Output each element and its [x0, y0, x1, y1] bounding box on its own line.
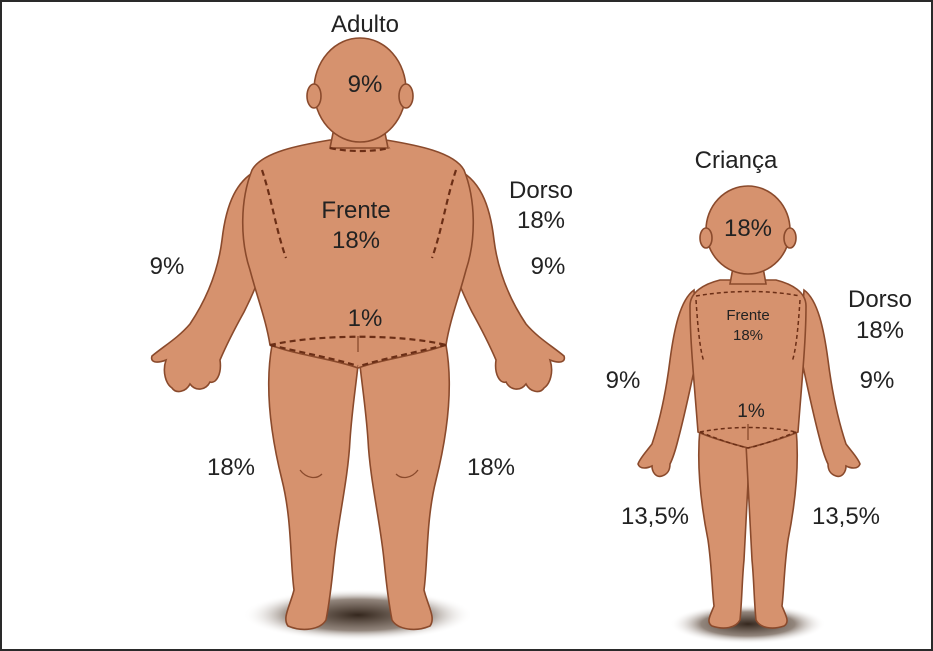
- adult-right-arm-percent: 9%: [531, 254, 566, 280]
- adult-back-label: Dorso: [509, 178, 573, 204]
- adult-left-arm-percent: 9%: [150, 254, 185, 280]
- adult-left-leg-percent: 18%: [207, 455, 255, 481]
- child-left-arm: [638, 290, 698, 476]
- child-right-leg-percent: 13,5%: [812, 504, 880, 530]
- child-left-leg-percent: 13,5%: [621, 504, 689, 530]
- child-front-label: Frente: [726, 308, 769, 325]
- adult-left-ear: [307, 84, 321, 108]
- child-left-arm-percent: 9%: [606, 368, 641, 394]
- child-head-percent: 18%: [724, 216, 772, 242]
- child-left-ear: [700, 228, 712, 248]
- adult-left-leg: [269, 345, 358, 629]
- adult-figure: [152, 38, 565, 641]
- child-floor-shadow: [670, 604, 826, 644]
- adult-right-ear: [399, 84, 413, 108]
- adult-back-percent: 18%: [517, 208, 565, 234]
- child-title: Criança: [695, 148, 778, 174]
- adult-genital-percent: 1%: [348, 306, 383, 332]
- adult-front-label: Frente: [321, 198, 390, 224]
- child-right-arm: [800, 290, 860, 476]
- child-right-ear: [784, 228, 796, 248]
- child-right-leg: [746, 428, 797, 628]
- child-front-percent: 18%: [733, 328, 763, 345]
- adult-head-percent: 9%: [348, 72, 383, 98]
- child-back-label: Dorso: [848, 287, 912, 313]
- child-genital-percent: 1%: [737, 402, 764, 423]
- child-right-arm-percent: 9%: [860, 368, 895, 394]
- adult-title: Adulto: [331, 12, 399, 38]
- child-back-percent: 18%: [856, 318, 904, 344]
- adult-front-percent: 18%: [332, 228, 380, 254]
- adult-right-leg-percent: 18%: [467, 455, 515, 481]
- child-left-leg: [699, 428, 750, 628]
- adult-floor-shadow: [243, 589, 473, 641]
- adult-right-leg: [360, 345, 449, 629]
